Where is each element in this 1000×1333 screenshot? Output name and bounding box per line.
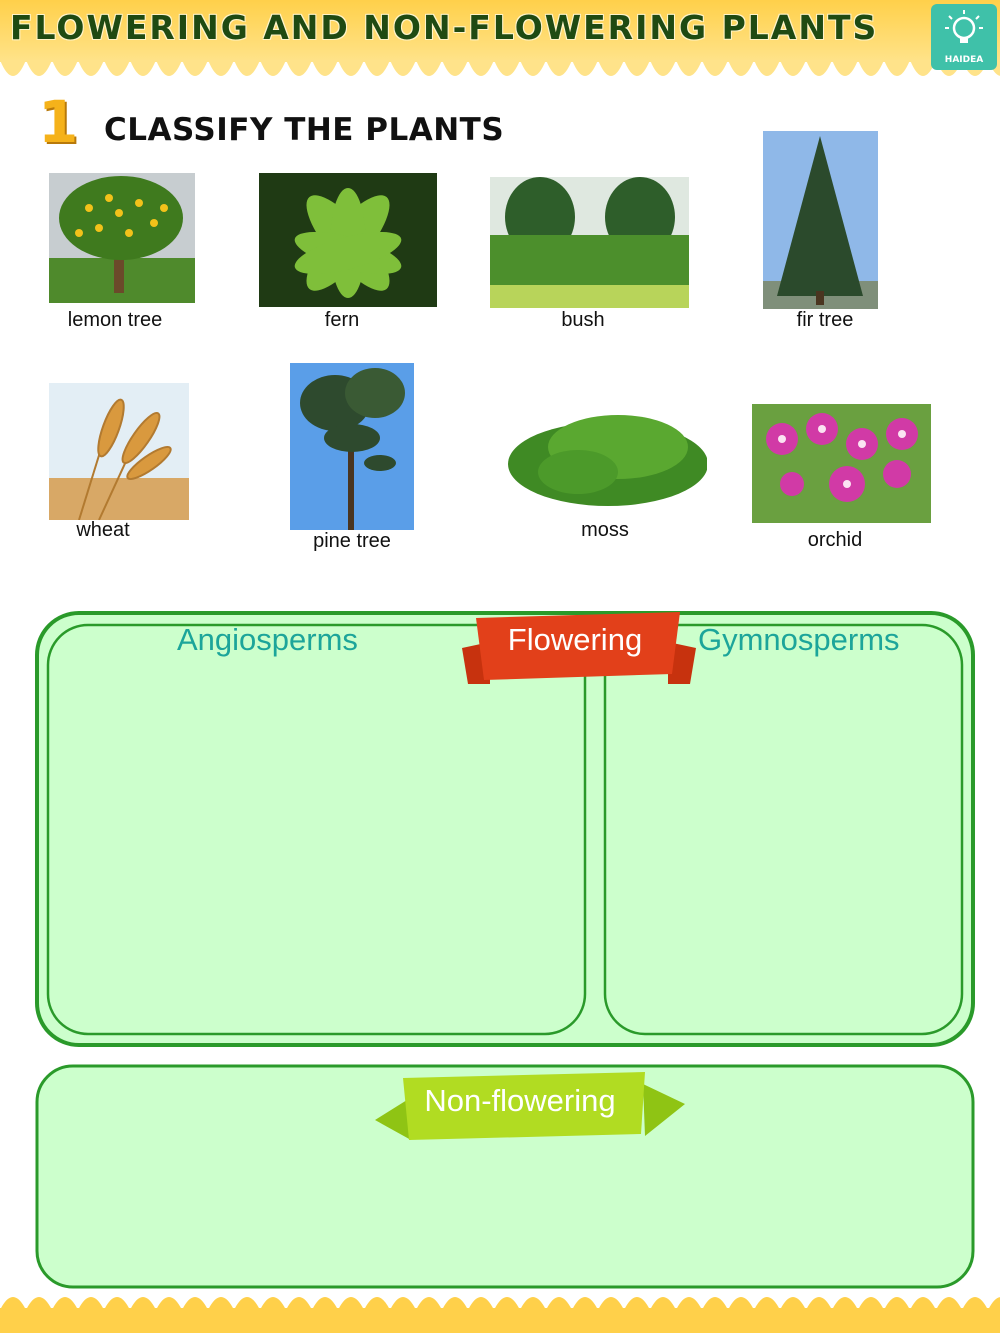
plant-label-pine-tree: pine tree [313, 530, 391, 552]
logo-text: HAIDEA [944, 55, 984, 65]
flowering-ribbon [462, 612, 696, 684]
plant-label-bush: bush [561, 309, 605, 331]
plant-label-moss: moss [581, 519, 629, 541]
non-flowering-box [35, 1064, 975, 1289]
non-flowering-ribbon [375, 1072, 685, 1140]
gymnosperms-heading: Gymnosperms [698, 622, 900, 657]
fern-image [259, 173, 437, 307]
orchid-image [752, 404, 931, 523]
angiosperms-heading: Angiosperms [177, 622, 358, 657]
plant-label-fern: fern [324, 309, 360, 331]
lemon-tree-image [49, 173, 195, 303]
flowering-box [35, 611, 975, 1047]
moss-image [503, 402, 707, 514]
flowering-ribbon-label: Flowering [507, 622, 643, 657]
haidea-logo: HAIDEA [931, 4, 997, 70]
pine-tree-image [290, 363, 414, 530]
plant-label-lemon-tree: lemon tree [67, 309, 163, 331]
plant-label-fir-tree: fir tree [796, 309, 854, 331]
bush-image [490, 177, 689, 308]
header-banner [0, 0, 1000, 76]
footer-banner [0, 1297, 1000, 1333]
section-title: CLASSIFY THE PLANTS [104, 112, 505, 148]
wheat-image [49, 383, 189, 520]
non-flowering-ribbon-label: Non-flowering [424, 1083, 616, 1118]
plant-label-wheat: wheat [76, 519, 130, 541]
plant-label-orchid: orchid [807, 529, 863, 551]
lightbulb-icon [945, 10, 983, 43]
worksheet-title: FLOWERING AND NON-FLOWERING PLANTS [10, 8, 879, 47]
section-number: 1 [38, 88, 79, 156]
fir-tree-image [763, 131, 878, 309]
